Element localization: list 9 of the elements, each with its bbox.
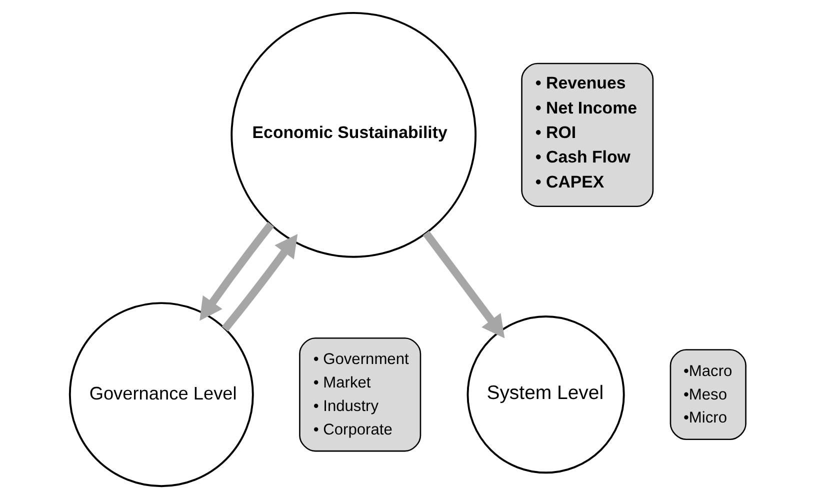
arrow bbox=[200, 222, 274, 321]
node-circle: System Level bbox=[466, 316, 625, 474]
node-box: •Macro •Meso •Micro bbox=[670, 349, 746, 440]
arrow bbox=[422, 230, 505, 338]
arrow bbox=[222, 234, 298, 332]
node-circle: Governance Level bbox=[68, 302, 254, 488]
node-circle: Economic Sustainability bbox=[230, 12, 477, 258]
node-box: • Government • Market • Industry • Corporate bbox=[299, 337, 422, 452]
node-box: • Revenues • Net Income • ROI • Cash Flow • CAPEX bbox=[521, 62, 654, 207]
